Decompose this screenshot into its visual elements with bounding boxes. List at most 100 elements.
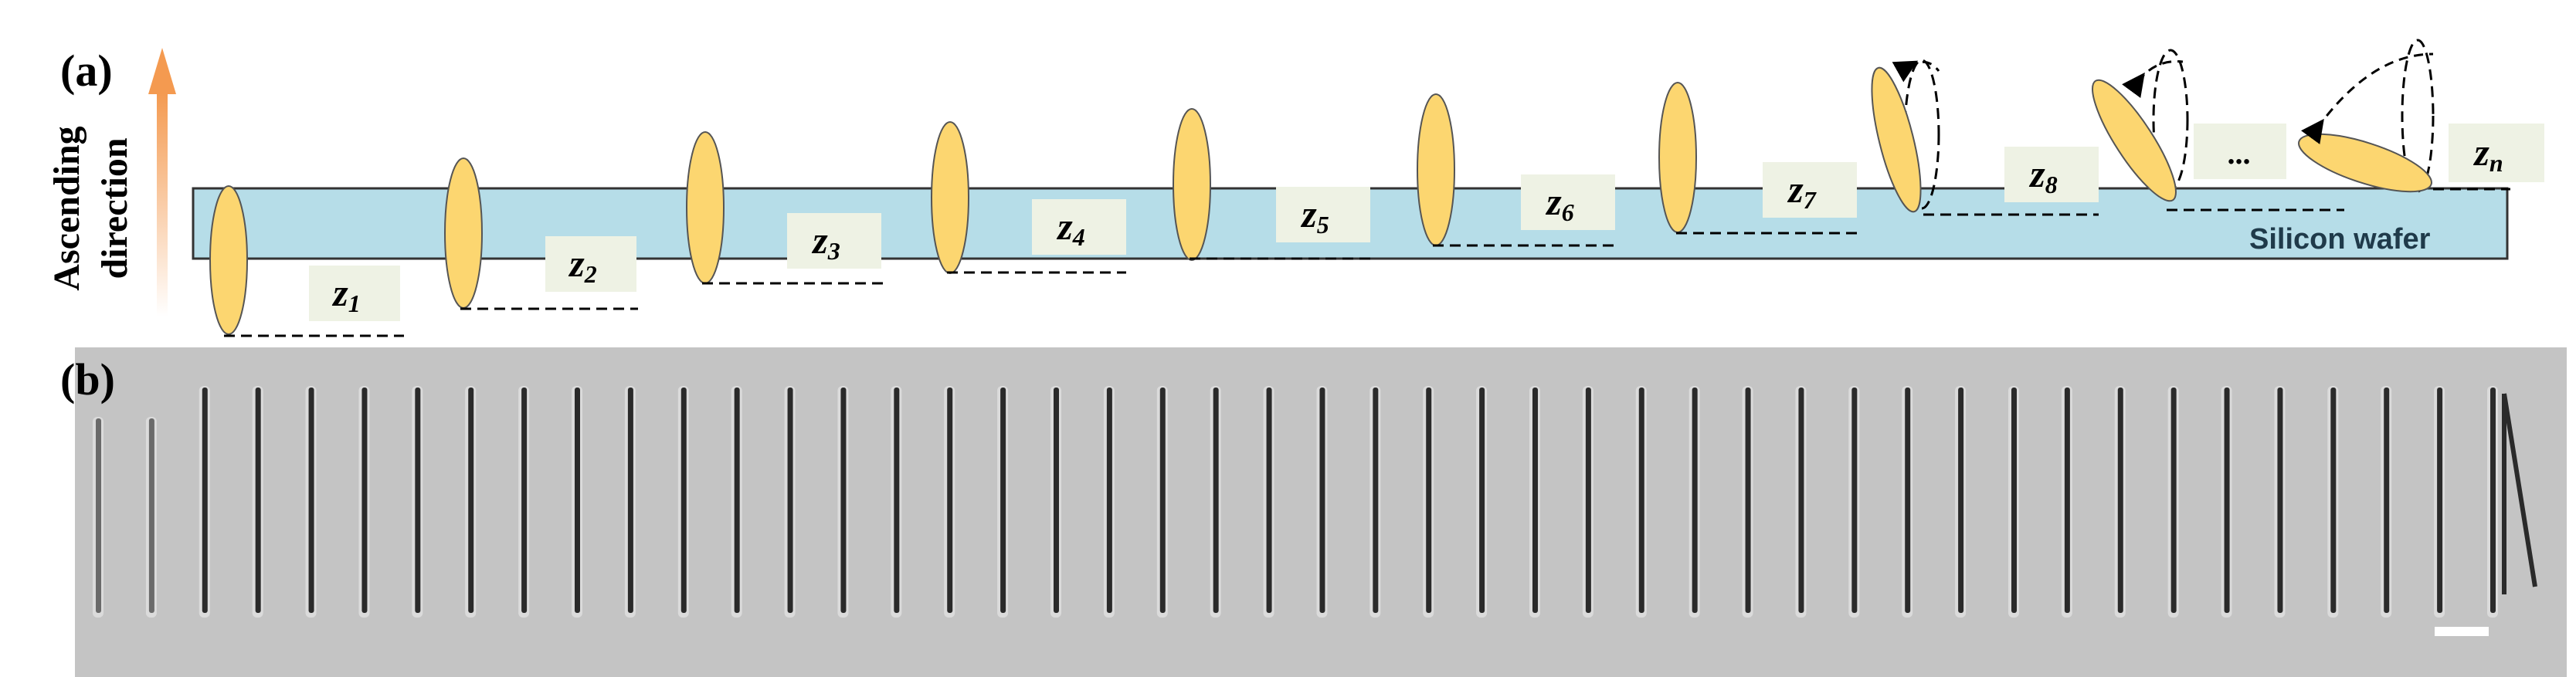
stripe-32 <box>1742 386 1753 618</box>
ellipse-1 <box>209 185 248 335</box>
ellipse-shape-5 <box>1173 108 1211 261</box>
z-label-6: z6 <box>1433 174 1615 247</box>
ellipse-3 <box>686 131 725 284</box>
z-label-box <box>1763 162 1857 218</box>
stripe-20 <box>1103 386 1115 618</box>
stripe-22 <box>1210 386 1221 618</box>
z-label-box <box>2194 124 2286 179</box>
stripe-35 <box>1902 386 1913 618</box>
z-label-text: ... <box>2228 136 2252 171</box>
ellipse-8 <box>1871 59 1940 213</box>
stripe-12 <box>677 386 689 618</box>
stripe-44 <box>2381 386 2392 618</box>
z-label-box <box>787 213 881 269</box>
z-label-text: z5 <box>1300 192 1329 239</box>
panel-a-label: (a) <box>60 46 113 96</box>
stripe-41 <box>2221 386 2232 618</box>
stripe-33 <box>1795 386 1807 618</box>
ellipse-shape-10 <box>2298 133 2432 193</box>
stripe-16 <box>891 386 902 618</box>
stripe-39 <box>2114 386 2126 618</box>
stripe-25 <box>1369 386 1381 618</box>
ellipse-shape-8 <box>1871 66 1922 213</box>
curved-arrow-icon-2 <box>2122 60 2184 98</box>
ellipse-5 <box>1173 108 1211 261</box>
stripe-34 <box>1848 386 1860 618</box>
ellipse-4 <box>931 121 969 274</box>
stripe-1 <box>93 417 104 618</box>
stripe-31 <box>1688 386 1700 618</box>
stripe-21 <box>1156 386 1168 618</box>
stripe-14 <box>784 386 796 618</box>
curved-arrow-icon-3 <box>2301 52 2434 144</box>
z-label-box <box>2449 124 2544 182</box>
fallen-rod <box>2502 393 2537 594</box>
stripe-6 <box>358 386 370 618</box>
z-label-sequence: z1 z2 z3 z4 z5 z6 z7 z8... zn <box>224 124 2544 337</box>
ellipse-2 <box>444 157 483 309</box>
stripe-40 <box>2167 386 2179 618</box>
stripe-13 <box>731 386 742 618</box>
stripe-28 <box>1529 386 1540 618</box>
stripe-45 <box>2434 386 2445 618</box>
ellipse-sequence <box>209 39 2435 335</box>
stripe-4 <box>252 386 263 618</box>
stripe-30 <box>1635 386 1647 618</box>
stripe-23 <box>1263 386 1274 618</box>
panel-b-label: (b) <box>60 354 115 405</box>
stripe-8 <box>465 386 477 618</box>
ellipse-shape-4 <box>931 121 969 274</box>
z-label-5: z5 <box>1190 187 1370 260</box>
z-label-box <box>309 266 400 321</box>
z-label-9: ... <box>2167 124 2344 212</box>
stripe-3 <box>199 386 210 618</box>
z-label-text: zn <box>2472 130 2503 177</box>
stripe-9 <box>518 386 530 618</box>
z-label-box <box>1032 199 1126 255</box>
z-label-box <box>1276 187 1370 242</box>
stripe-18 <box>997 386 1009 618</box>
z-label-4: z4 <box>947 199 1126 274</box>
stripe-42 <box>2274 386 2286 618</box>
curved-arrow-icon-1 <box>1892 60 1940 83</box>
stripe-38 <box>2061 386 2072 618</box>
stripe-7 <box>412 386 423 618</box>
z-label-box <box>545 236 636 292</box>
z-label-text: z6 <box>1545 180 1573 226</box>
stripe-15 <box>837 386 849 618</box>
stripe-19 <box>1050 386 1061 618</box>
micrograph-image <box>75 347 2567 677</box>
ascending-arrow-icon <box>148 48 176 316</box>
stripe-5 <box>305 386 317 618</box>
ellipse-shape-2 <box>444 157 483 309</box>
scale-bar <box>2435 627 2489 636</box>
rotation-path-10 <box>2401 39 2435 193</box>
rotation-diagram: Silicon wafer z1 z2 z3 z4 z5 z6 z7 z8... zn <box>148 39 2544 337</box>
z-label-text: z1 <box>331 271 360 317</box>
ellipse-10 <box>2298 39 2435 193</box>
stripe-17 <box>944 386 955 618</box>
stripe-37 <box>2008 386 2019 618</box>
z-label-text: z7 <box>1787 168 1817 214</box>
ellipse-shape-7 <box>1658 82 1697 233</box>
ellipse-shape-3 <box>686 131 725 284</box>
ellipse-7 <box>1658 82 1697 233</box>
z-label-text: z2 <box>568 242 596 288</box>
z-label-7: z7 <box>1676 162 1857 235</box>
z-label-text: z4 <box>1056 205 1084 251</box>
z-label-8: z8 <box>1923 147 2099 216</box>
ellipse-shape-9 <box>2092 79 2177 202</box>
z-label-10: zn <box>2433 124 2544 191</box>
z-label-box <box>1521 174 1615 230</box>
stripe-11 <box>624 386 636 618</box>
ellipse-6 <box>1417 93 1455 246</box>
z-label-3: z3 <box>702 213 884 285</box>
silicon-wafer-label: Silicon wafer <box>2249 223 2431 256</box>
ellipse-shape-1 <box>209 185 248 335</box>
stripe-10 <box>572 386 582 618</box>
stripe-26 <box>1423 386 1434 618</box>
z-label-box <box>2004 147 2099 202</box>
ellipse-shape-6 <box>1417 93 1455 246</box>
z-label-2: z2 <box>460 236 638 310</box>
stripe-2 <box>145 417 157 618</box>
